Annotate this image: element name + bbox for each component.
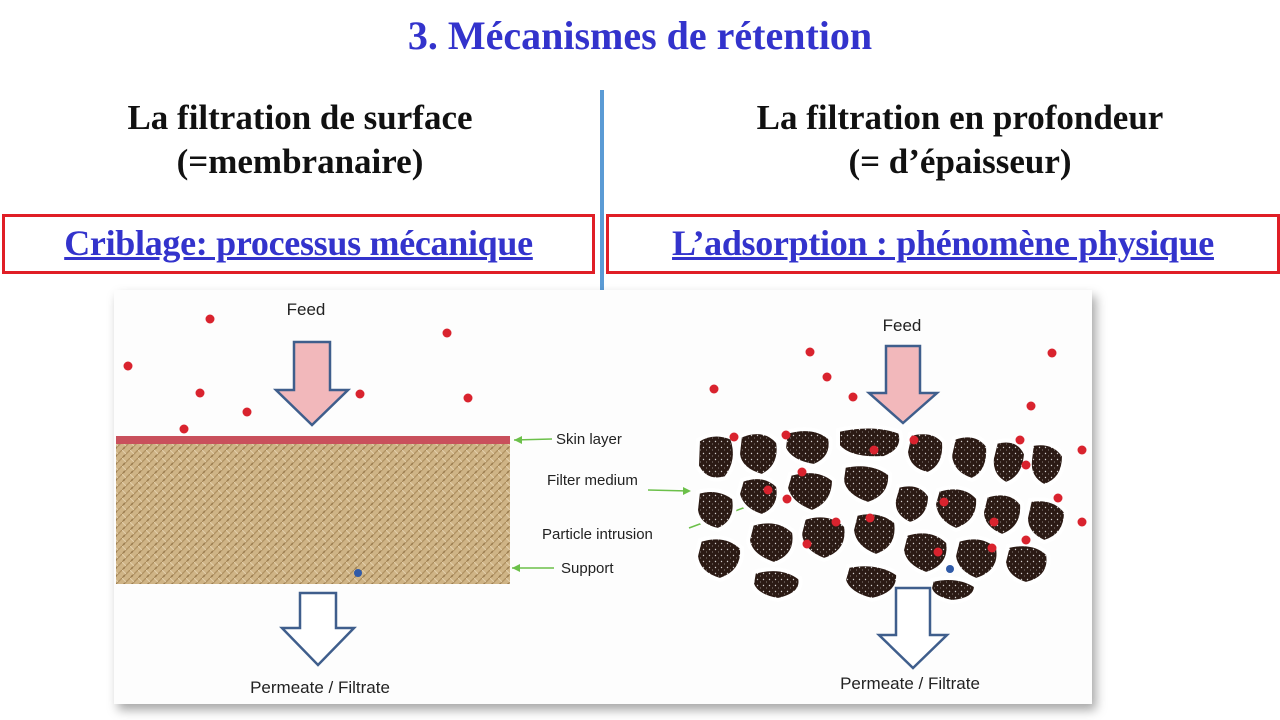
right-mechanism-box: L’adsorption : phénomène physique: [606, 214, 1280, 274]
feed-arrow-right: [865, 344, 941, 425]
particle-in-support: [354, 569, 362, 577]
left-heading-line1: La filtration de surface: [127, 98, 473, 137]
feed-label-left: Feed: [287, 300, 326, 319]
permeate-arrow-left: [279, 591, 357, 667]
support-layer: [116, 444, 510, 584]
permeate-arrow-right: [875, 586, 951, 670]
permeate-label-left: Permeate / Filtrate: [250, 678, 390, 697]
column-divider: [600, 90, 604, 372]
depth-filter-bed: [693, 424, 1069, 605]
feed-label-right: Feed: [883, 316, 922, 335]
slide-title: 3. Mécanismes de rétention: [407, 13, 873, 58]
left-mechanism-box: Criblage: processus mécanique: [2, 214, 595, 274]
filtration-diagram-svg: Feed Permeate / Filtrate: [116, 300, 1087, 697]
skin-layer: [116, 436, 510, 444]
particle-deep-in-bed: [946, 565, 954, 573]
filter-medium-label: Filter medium: [547, 472, 638, 489]
particle-intrusion-label: Particle intrusion: [542, 526, 653, 543]
left-heading-line2: (=membranaire): [176, 142, 424, 181]
permeate-label-right: Permeate / Filtrate: [840, 674, 980, 693]
support-label: Support: [561, 560, 614, 577]
right-heading: La filtration en profondeur (= d’épaisse…: [660, 96, 1260, 184]
particles-left: [123, 314, 473, 434]
right-heading-line2: (= d’épaisseur): [848, 142, 1072, 181]
trapped-particles: [729, 430, 1087, 557]
feed-arrow-left: [272, 340, 352, 427]
right-heading-line1: La filtration en profondeur: [756, 98, 1164, 137]
left-mechanism-label: Criblage: processus mécanique: [64, 223, 533, 263]
right-mechanism-label: L’adsorption : phénomène physique: [672, 223, 1214, 263]
particles-right: [709, 347, 1057, 411]
skin-layer-label: Skin layer: [556, 431, 622, 448]
filtration-diagram: Feed Permeate / Filtrate: [114, 290, 1092, 704]
left-heading: La filtration de surface (=membranaire): [40, 96, 560, 184]
